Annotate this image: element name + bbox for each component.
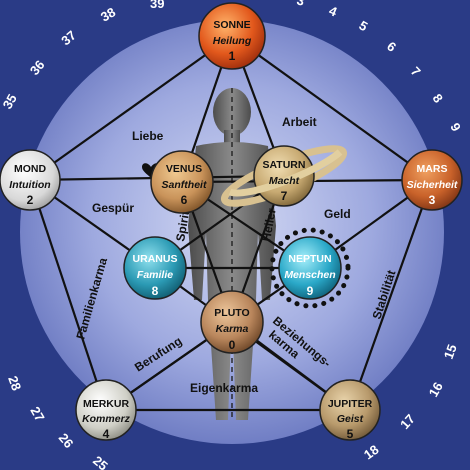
planet-uranus: URANUS Familie 8 [123, 236, 187, 300]
edge-label-gespuer: Gespür [92, 201, 134, 215]
edge-label-eigenkarma: Eigenkarma [190, 381, 258, 395]
planet-uranus-subtitle: Familie [137, 269, 173, 281]
planet-mars-subtitle: Sicherheit [407, 179, 458, 191]
planet-sonne-subtitle: Heilung [213, 35, 252, 47]
ring-number-27: 27 [27, 404, 47, 424]
planet-neptun-number: 9 [307, 284, 314, 298]
planet-merkur-name: MERKUR [83, 398, 129, 410]
planet-merkur-subtitle: Kommerz [82, 413, 131, 425]
planet-mars-number: 3 [429, 193, 436, 207]
planet-pluto-subtitle: Karma [216, 323, 249, 335]
ring-number-18: 18 [361, 442, 382, 463]
planet-jupiter-name: JUPITER [328, 398, 373, 410]
ring-number-39: 39 [150, 0, 164, 11]
planet-venus: VENUS Sanftheit 6 [150, 150, 214, 214]
planet-pluto-number: 0 [229, 338, 236, 352]
planet-neptun-name: NEPTUN [288, 253, 331, 265]
planet-mond: MOND Intuition 2 [0, 149, 61, 211]
planet-sonne-name: SONNE [213, 19, 250, 31]
ring-number-38: 38 [98, 4, 118, 24]
planet-mond-subtitle: Intuition [9, 179, 50, 191]
planet-venus-subtitle: Sanftheit [162, 179, 207, 191]
planet-neptun: NEPTUN Menschen 9 [269, 227, 351, 309]
planet-saturn-name: SATURN [263, 159, 306, 171]
planet-sonne-number: 1 [229, 49, 236, 63]
edge-label-geld: Geld [324, 207, 351, 221]
planet-pluto-name: PLUTO [214, 307, 249, 319]
planet-venus-name: VENUS [166, 163, 202, 175]
planet-uranus-number: 8 [152, 284, 159, 298]
planet-uranus-name: URANUS [133, 253, 178, 265]
planet-mars: MARS Sicherheit 3 [401, 149, 463, 211]
planet-saturn: SATURN Macht 7 [220, 145, 348, 207]
ring-number-35: 35 [0, 91, 20, 111]
planet-pluto: PLUTO Karma 0 [200, 290, 264, 354]
edge-label-arbeit: Arbeit [282, 115, 317, 129]
planet-venus-number: 6 [181, 193, 188, 207]
ring-number-15: 15 [441, 342, 460, 361]
planet-neptun-subtitle: Menschen [284, 269, 335, 281]
planet-sonne: SONNE Heilung 1 [198, 2, 266, 70]
ring-number-3: 3 [295, 0, 306, 9]
edge-label-heiler: Heiler [259, 207, 279, 243]
ring-number-25: 25 [90, 453, 111, 470]
planet-saturn-number: 7 [281, 189, 288, 203]
ring-number-28: 28 [5, 374, 24, 393]
ring-number-16: 16 [426, 379, 446, 399]
planet-merkur-number: 4 [103, 427, 110, 441]
planet-mond-name: MOND [14, 163, 46, 175]
planet-jupiter-number: 5 [347, 427, 354, 441]
edge-label-liebe: Liebe [132, 129, 164, 143]
saturn-ring-front [228, 149, 343, 197]
neptun-dotted-halo [269, 227, 351, 309]
planet-jupiter-subtitle: Geist [337, 413, 364, 425]
planet-merkur: MERKUR Kommerz 4 [75, 379, 137, 441]
planet-jupiter: JUPITER Geist 5 [319, 379, 381, 441]
planet-mars-name: MARS [417, 163, 448, 175]
planet-saturn-subtitle: Macht [269, 175, 300, 187]
planet-mond-number: 2 [27, 193, 34, 207]
pentagon-edges [28, 35, 434, 412]
edge-label-spirit: Spirit [173, 210, 192, 243]
